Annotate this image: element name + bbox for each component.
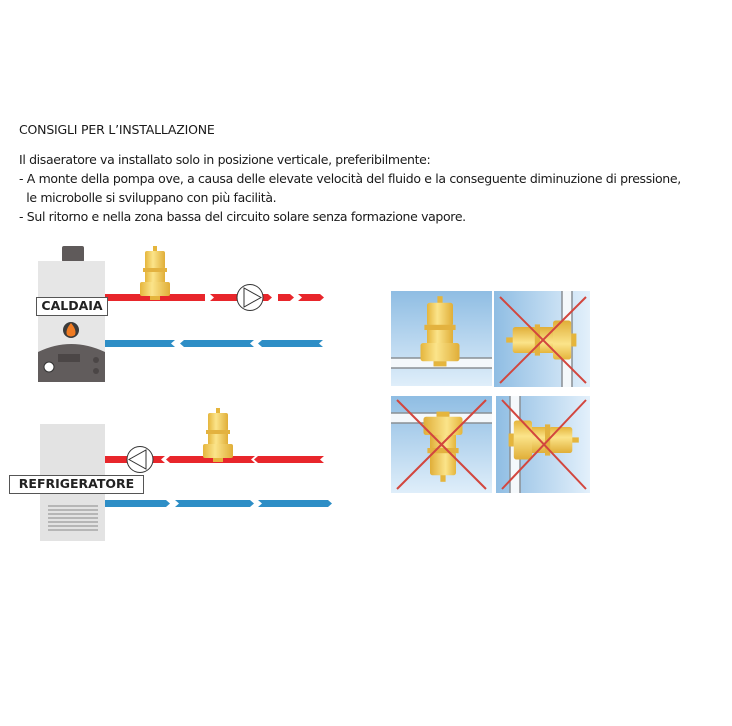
deaerator-valve-icon [203, 408, 233, 462]
orientation-panel-correct [391, 291, 492, 386]
page-title: CONSIGLI PER L’INSTALLAZIONE [19, 122, 215, 137]
intro-line: Il disaeratore va installato solo in pos… [19, 152, 431, 167]
orientation-panel-wrong-2 [391, 396, 492, 493]
deaerator-valve-icon [140, 246, 170, 300]
orientation-panel-wrong-1 [494, 291, 590, 387]
boiler-label: CALDAIA [36, 297, 108, 316]
bullet-1: - A monte della pompa ove, a causa delle… [19, 171, 681, 186]
orientation-panel-wrong-3 [496, 396, 590, 493]
pressure-gauge-icon [43, 361, 55, 373]
chiller-supply-pipe [105, 456, 324, 463]
boiler-icon [38, 246, 105, 382]
boiler-supply-pipe [105, 294, 324, 301]
chiller-return-pipe [105, 500, 332, 507]
bullet-2: - Sul ritorno e nella zona bassa del cir… [19, 209, 466, 224]
chiller-label: REFRIGERATORE [9, 475, 144, 494]
instructions-text: Il disaeratore va installato solo in pos… [19, 150, 681, 226]
pump-icon [126, 446, 154, 473]
bullet-1-cont: le microbolle si sviluppano con più faci… [19, 190, 277, 205]
vent-grille-icon [48, 505, 98, 531]
pump-icon [236, 284, 264, 311]
boiler-return-pipe [105, 340, 323, 347]
